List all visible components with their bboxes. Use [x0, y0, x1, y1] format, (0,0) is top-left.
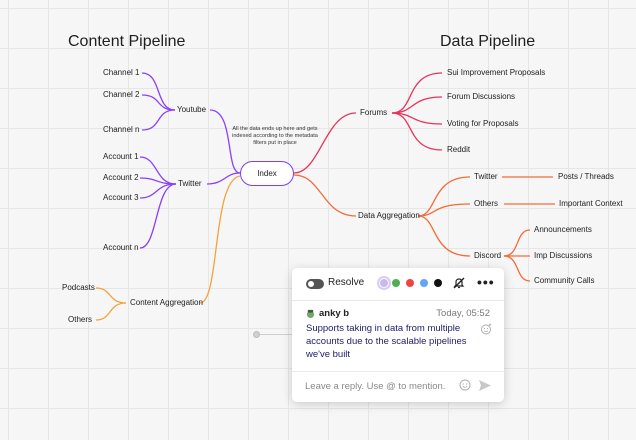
comment-timestamp: Today, 05:52 — [436, 308, 490, 319]
more-options-icon[interactable]: ••• — [477, 274, 495, 290]
color-swatch-green[interactable] — [392, 279, 400, 287]
comment-anchor-line — [259, 334, 293, 335]
node-reddit[interactable]: Reddit — [447, 145, 471, 154]
node-podcasts[interactable]: Podcasts — [62, 283, 95, 292]
node-account-n[interactable]: Account n — [103, 243, 139, 252]
node-twitter-data[interactable]: Twitter — [474, 172, 498, 181]
reply-divider — [292, 371, 504, 372]
node-community-calls[interactable]: Community Calls — [534, 276, 595, 285]
comment-message: Supports taking in data from multiple ac… — [306, 323, 467, 360]
node-forums[interactable]: Forums — [360, 108, 388, 117]
comment-panel-header: Resolve ••• — [292, 268, 504, 301]
node-youtube[interactable]: Youtube — [177, 105, 207, 114]
node-voting-for-proposals[interactable]: Voting for Proposals — [447, 119, 519, 128]
color-swatch-black[interactable] — [434, 279, 442, 287]
node-sui-improvement-proposals[interactable]: Sui Improvement Proposals — [447, 68, 546, 77]
node-others-content[interactable]: Others — [68, 315, 93, 324]
comment-author: anky b — [319, 308, 350, 319]
node-important-context[interactable]: Important Context — [559, 199, 623, 208]
resolve-toggle[interactable] — [306, 279, 324, 289]
node-imp-discussions[interactable]: Imp Discussions — [534, 251, 593, 260]
emoji-icon[interactable] — [459, 379, 471, 391]
node-discord[interactable]: Discord — [474, 251, 502, 260]
node-data-aggregation[interactable]: Data Aggregation — [358, 211, 420, 220]
comment-panel: Resolve ••• anky b Today, 05:52 Supports… — [292, 268, 504, 402]
node-content-aggregation[interactable]: Content Aggregation — [130, 298, 203, 307]
node-account-3[interactable]: Account 3 — [103, 193, 139, 202]
node-account-1[interactable]: Account 1 — [103, 152, 139, 161]
node-account-2[interactable]: Account 2 — [103, 173, 139, 182]
node-forum-discussions[interactable]: Forum Discussions — [447, 92, 516, 101]
color-swatch-blue[interactable] — [420, 279, 428, 287]
send-icon[interactable] — [478, 379, 492, 392]
color-swatch-lavender[interactable] — [377, 276, 391, 290]
node-index[interactable]: Index — [240, 161, 294, 186]
data-pipeline-title: Data Pipeline — [440, 33, 536, 50]
resolve-label[interactable]: Resolve — [328, 277, 365, 288]
node-twitter-content[interactable]: Twitter — [178, 179, 202, 188]
node-channel-2[interactable]: Channel 2 — [103, 90, 140, 99]
mute-notifications-icon[interactable] — [452, 276, 466, 290]
color-swatch-red[interactable] — [406, 279, 414, 287]
node-announcements[interactable]: Announcements — [534, 225, 592, 234]
avatar — [306, 309, 315, 318]
add-reaction-icon[interactable] — [480, 323, 492, 335]
reply-input[interactable] — [305, 377, 455, 395]
node-channel-1[interactable]: Channel 1 — [103, 68, 140, 77]
node-channel-n[interactable]: Channel n — [103, 125, 140, 134]
index-note[interactable]: All the data ends up here and gets index… — [232, 126, 318, 146]
node-posts-threads[interactable]: Posts / Threads — [558, 172, 614, 181]
content-pipeline-title: Content Pipeline — [68, 33, 186, 50]
comment-anchor-dot[interactable] — [253, 331, 260, 338]
node-others-data[interactable]: Others — [474, 199, 499, 208]
